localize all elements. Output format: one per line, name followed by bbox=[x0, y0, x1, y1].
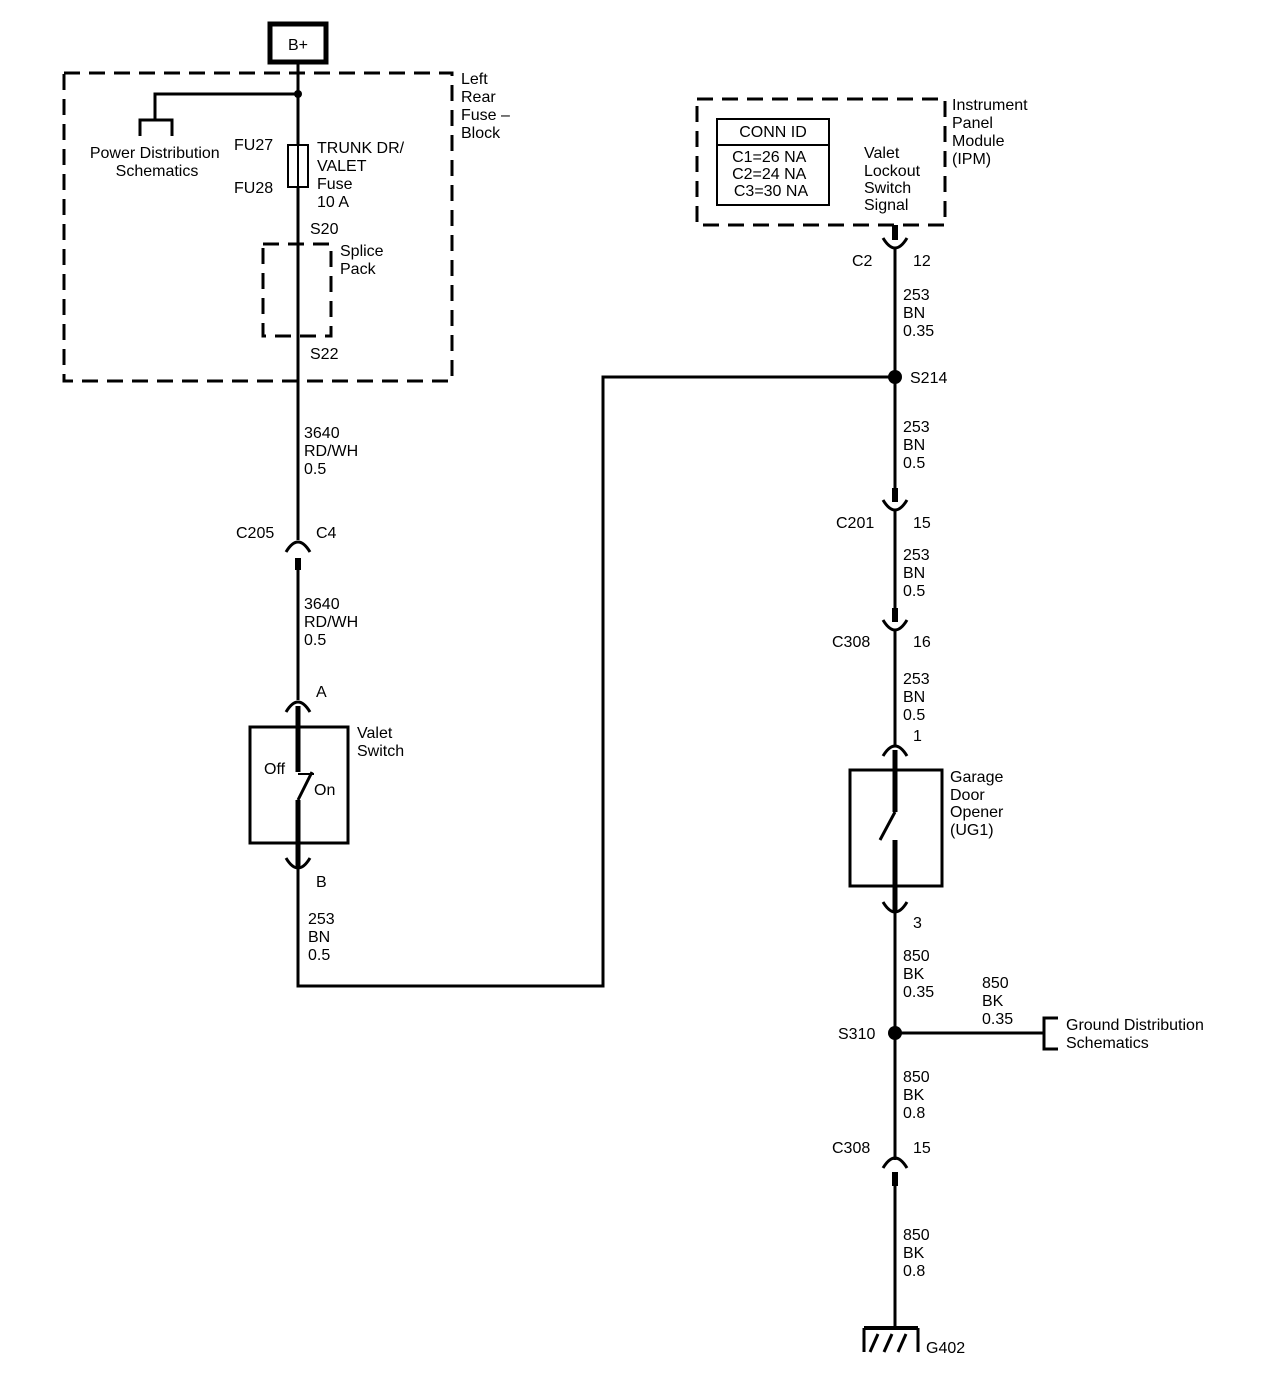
conn-id-body bbox=[716, 144, 830, 206]
power-dist-branch bbox=[153, 92, 298, 120]
wire-253-c308-label: 253 BN 0.5 bbox=[903, 671, 934, 724]
s214-label: S214 bbox=[910, 370, 947, 387]
valet-switch-label: Valet Switch bbox=[357, 725, 404, 760]
ipm-outline bbox=[695, 97, 947, 227]
c205-female bbox=[284, 540, 312, 553]
gdo-pin1-connector bbox=[881, 744, 909, 757]
power-dist-connector bbox=[138, 118, 174, 136]
ground-g402-symbol bbox=[862, 1326, 920, 1353]
c2-pin-label: 12 bbox=[913, 253, 931, 270]
s214-splice bbox=[888, 370, 902, 384]
wire-3640-label-2: 3640 RD/WH 0.5 bbox=[304, 596, 363, 649]
s310-label: S310 bbox=[838, 1026, 875, 1043]
wire-253-crossover bbox=[296, 375, 895, 988]
c308-15-label: C308 bbox=[832, 1140, 870, 1157]
fu28-label: FU28 bbox=[234, 180, 273, 197]
pin-a-label: A bbox=[316, 684, 327, 701]
power-distribution-label: Power Distribution Schematics bbox=[90, 145, 224, 180]
conn-id-title: CONN ID bbox=[739, 124, 807, 141]
wire-850-s310-label: 850 BK 0.8 bbox=[903, 1069, 934, 1122]
c201-label: C201 bbox=[836, 515, 874, 532]
gdo-pin1-label: 1 bbox=[913, 728, 922, 745]
ground-dist-connector bbox=[1042, 1016, 1058, 1051]
bplus-label: B+ bbox=[288, 37, 308, 54]
c4-label: C4 bbox=[316, 525, 337, 542]
c205-label: C205 bbox=[236, 525, 274, 542]
wire-253-s214-label: 253 BN 0.5 bbox=[903, 419, 934, 472]
c201-pin-label: 15 bbox=[913, 515, 931, 532]
wire-850-branch-label: 850 BK 0.35 bbox=[982, 975, 1013, 1028]
wire-850-ground-label: 850 BK 0.8 bbox=[903, 1227, 934, 1280]
fu27-label: FU27 bbox=[234, 137, 273, 154]
on-label: On bbox=[314, 782, 335, 799]
s22-label: S22 bbox=[310, 346, 339, 363]
wire-850-gdo-label: 850 BK 0.35 bbox=[903, 948, 934, 1001]
garage-door-opener-label: Garage Door Opener (UG1) bbox=[950, 769, 1008, 839]
ipm-label: Instrument Panel Module (IPM) bbox=[952, 97, 1032, 168]
splice-pack-outline bbox=[261, 242, 333, 338]
valet-switch-blade bbox=[296, 771, 314, 801]
splice-pack-label: Splice Pack bbox=[340, 243, 388, 278]
ground-distribution-label: Ground Distribution Schematics bbox=[1066, 1017, 1208, 1052]
off-label: Off bbox=[264, 761, 286, 778]
wire-253-c201-label: 253 BN 0.5 bbox=[903, 547, 934, 600]
gdo-switch-blade bbox=[878, 811, 897, 841]
wire-253-left-label: 253 BN 0.5 bbox=[308, 911, 339, 964]
conn-id-list: C1=26 NA C2=24 NA C3=30 NA bbox=[732, 149, 810, 200]
valet-pin-a-connector bbox=[284, 700, 312, 713]
c308-15-pin-label: 15 bbox=[913, 1140, 931, 1157]
valet-lockout-signal-label: Valet Lockout Switch Signal bbox=[864, 145, 925, 214]
wire-3640-label-1: 3640 RD/WH 0.5 bbox=[304, 425, 363, 478]
gdo-pin3-label: 3 bbox=[913, 915, 922, 932]
fuse-name-label: TRUNK DR/ VALET Fuse 10 A bbox=[317, 140, 409, 211]
pin-b-label: B bbox=[316, 874, 327, 891]
wire-253-ipm-label: 253 BN 0.35 bbox=[903, 287, 934, 340]
c308-15-female bbox=[881, 1156, 909, 1169]
c308-16-label: C308 bbox=[832, 634, 870, 651]
s20-label: S20 bbox=[310, 221, 339, 238]
g402-label: G402 bbox=[926, 1340, 965, 1357]
c308-16-pin-label: 16 bbox=[913, 634, 931, 651]
fuse-block-outline bbox=[62, 71, 454, 383]
fuse-block-label: Left Rear Fuse – Block bbox=[461, 71, 514, 142]
c2-label: C2 bbox=[852, 253, 873, 270]
